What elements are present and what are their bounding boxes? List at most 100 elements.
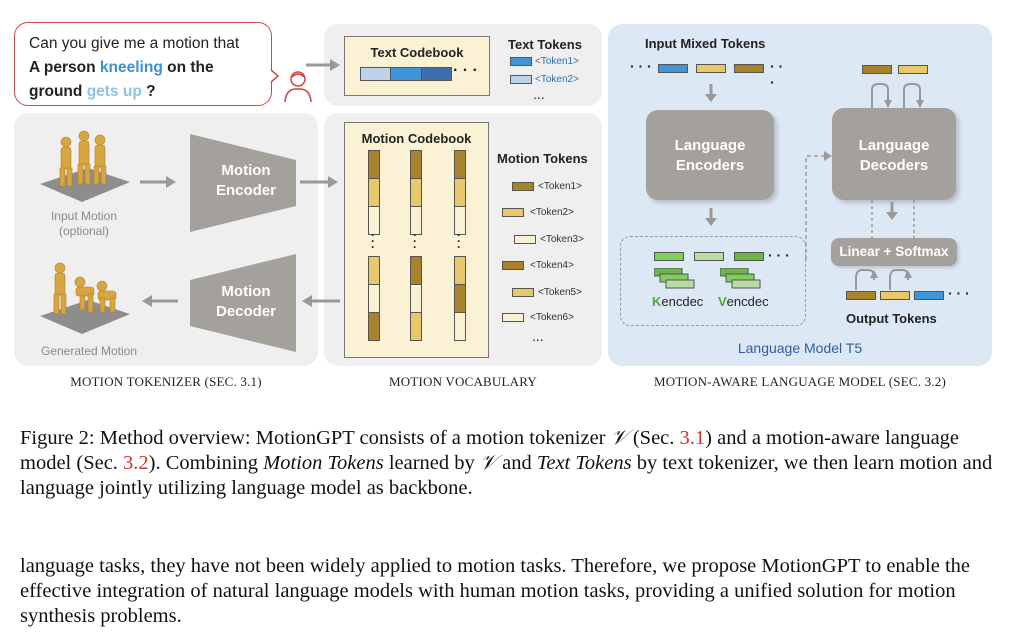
generated-motion-label: Generated Motion xyxy=(40,344,138,358)
k-rest: encdec xyxy=(661,294,704,309)
input-motion-figure xyxy=(40,130,130,202)
codebook-vector-segment xyxy=(454,312,466,341)
kv-connector xyxy=(805,151,832,260)
motion-token-1-swatch xyxy=(512,182,534,191)
codebook-vector-segment xyxy=(368,150,380,179)
motion-tokens-ellipsis: ... xyxy=(532,328,544,344)
caption-text: learned by xyxy=(383,452,480,474)
output-token xyxy=(880,291,910,300)
language-model-t5-label: Language Model T5 xyxy=(737,340,863,356)
motion-token-2: <Token2> xyxy=(530,207,574,218)
codebook-vector-segment xyxy=(368,284,380,313)
codebook-vector-segment xyxy=(454,178,466,207)
caption-emphasis: Text Tokens xyxy=(536,452,632,474)
prompt-keyword-kneeling: kneeling xyxy=(99,59,163,76)
motion-token-4: <Token4> xyxy=(530,260,574,271)
decoder-to-softmax-arrows xyxy=(871,200,915,240)
user-icon xyxy=(270,69,312,103)
caption-text: ). Combining xyxy=(148,452,264,474)
motion-token-1: <Token1> xyxy=(538,181,582,192)
section-label-tokenizer: MOTION TOKENIZER (SEC. 3.1) xyxy=(70,374,262,389)
autoregressive-arrows xyxy=(871,83,924,110)
arrow-right xyxy=(140,176,176,188)
arrow-left xyxy=(142,295,178,307)
section-ref-link[interactable]: 3.1 xyxy=(679,427,706,449)
user-prompt-bubble: Can you give me a motion that A person k… xyxy=(14,22,272,106)
arrow-right xyxy=(306,59,340,71)
motion-decoder-text: Motion Decoder xyxy=(215,283,277,320)
motion-decoder-label: Motion Decoder xyxy=(198,282,294,322)
codebook-vector-segment xyxy=(368,206,380,235)
k-encdec-label: Kencdec xyxy=(652,294,703,309)
text-token-2: <Token2> xyxy=(535,74,579,85)
section-ref-link[interactable]: 3.2 xyxy=(123,452,149,474)
language-decoders-label: Language Decoders xyxy=(858,137,930,174)
kv-cache-region xyxy=(620,236,806,326)
decoder-input-token xyxy=(898,65,928,74)
arrow-down xyxy=(705,84,717,102)
codebook-ellipsis: ··· xyxy=(457,228,461,254)
encoder-output-ellipsis: · · · xyxy=(768,247,790,263)
caption-symbol-v: 𝒱 xyxy=(479,452,497,474)
generated-motion-figure xyxy=(40,262,130,334)
decoder-input-token xyxy=(862,65,892,74)
v-matrix-icon xyxy=(720,268,761,289)
motion-codebook-label: Motion Codebook xyxy=(361,131,472,146)
text-token-1: <Token1> xyxy=(535,56,579,67)
codebook-vector-segment xyxy=(410,206,422,235)
codebook-vector-segment xyxy=(410,150,422,179)
linear-softmax-box: Linear + Softmax xyxy=(831,238,957,266)
text-tokens-title: Text Tokens xyxy=(508,37,582,52)
codebook-vector-segment xyxy=(410,284,422,313)
motion-encoder-text: Motion Encoder xyxy=(215,162,276,199)
v-letter: V xyxy=(718,294,727,309)
codebook-vector-segment xyxy=(410,256,422,285)
input-mixed-tokens-label: Input Mixed Tokens xyxy=(645,36,766,51)
arrow-left xyxy=(302,295,340,307)
v-rest: encdec xyxy=(726,294,769,309)
prompt-word: on the xyxy=(162,59,214,76)
section-label-vocabulary: MOTION VOCABULARY xyxy=(389,374,537,389)
codebook-vector-segment xyxy=(410,178,422,207)
output-token xyxy=(846,291,876,300)
encoder-output-token xyxy=(654,252,684,261)
k-matrix-icon xyxy=(654,268,695,289)
arrow-right xyxy=(300,176,338,188)
motion-decoder-shape xyxy=(190,254,296,352)
output-tokens-label: Output Tokens xyxy=(846,311,937,326)
codebook-vector-segment xyxy=(368,178,380,207)
motion-token-3: <Token3> xyxy=(540,234,584,245)
caption-symbol-v: 𝒱 xyxy=(610,427,628,449)
caption-text: ) and a motion-aware language model (Sec… xyxy=(20,427,960,474)
figure-caption: Figure 2: Method overview: MotionGPT con… xyxy=(20,426,1005,501)
caption-text: and xyxy=(496,452,537,474)
codebook-ellipsis: ··· xyxy=(413,228,417,254)
caption-text: by text tokenizer, we then learn motion … xyxy=(20,452,993,499)
encoder-output-token xyxy=(734,252,764,261)
motion-tokens-title: Motion Tokens xyxy=(497,151,588,166)
motion-token-5-swatch xyxy=(512,288,534,297)
text-tokens-ellipsis: ... xyxy=(533,86,545,102)
prompt-word: A person xyxy=(29,59,100,76)
encoder-output-token xyxy=(694,252,724,261)
prompt-keyword-gets-up: gets up xyxy=(86,83,142,100)
input-motion-optional: (optional) xyxy=(58,224,110,238)
prompt-line-1: Can you give me a motion that xyxy=(29,35,240,52)
text-codebook-ellipsis: · · · xyxy=(453,62,478,79)
motion-token-6: <Token6> xyxy=(530,312,574,323)
text-token-1-swatch xyxy=(510,57,532,66)
text-codebook-box xyxy=(344,36,490,96)
motion-token-6-swatch xyxy=(502,313,524,322)
caption-text: Figure 2: Method overview: MotionGPT con… xyxy=(20,427,611,449)
caption-emphasis: Motion Tokens xyxy=(263,452,384,474)
language-decoders-box: Language Decoders xyxy=(832,108,956,200)
softmax-output-arrows xyxy=(855,269,912,290)
v-encdec-label: Vencdec xyxy=(718,294,769,309)
codebook-ellipsis: ··· xyxy=(371,228,375,254)
motion-encoder-shape xyxy=(190,134,296,232)
motion-encoder-label: Motion Encoder xyxy=(198,161,294,201)
figure: Can you give me a motion that A person k… xyxy=(14,22,992,389)
motion-token-3-swatch xyxy=(514,235,536,244)
output-token-ellipsis: · · · xyxy=(948,285,970,301)
k-letter: K xyxy=(652,294,662,309)
